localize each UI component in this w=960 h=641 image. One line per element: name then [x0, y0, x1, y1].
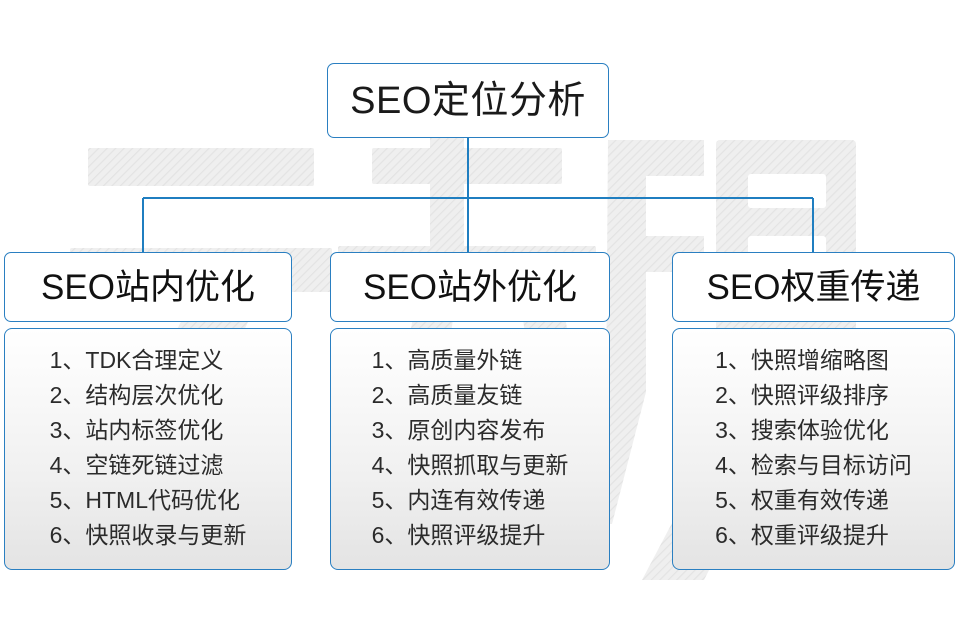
branch-header-2[interactable]: SEO站外优化 — [330, 252, 610, 322]
list-item-text: 检索与目标访问 — [750, 452, 912, 478]
list-item-number: 4、 — [715, 452, 751, 478]
branch-column-2: SEO站外优化 1、高质量外链 2、高质量友链 3、原创内容发布 4、快照抓取与… — [330, 252, 610, 570]
list-item-text: 快照增缩略图 — [750, 347, 889, 373]
list-item-text: TDK合理定义 — [85, 347, 224, 373]
list-item-text: 空链死链过滤 — [85, 452, 224, 478]
list-item: 5、内连有效传递 — [372, 483, 569, 518]
list-item: 4、检索与目标访问 — [715, 448, 912, 483]
list-item-text: 权重有效传递 — [750, 487, 889, 513]
list-item-text: 结构层次优化 — [85, 382, 224, 408]
list-item: 2、结构层次优化 — [50, 378, 247, 413]
list-item-number: 2、 — [371, 382, 408, 408]
list-item-number: 6、 — [715, 522, 751, 548]
list-item-text: 快照评级排序 — [750, 382, 889, 408]
branch-body-1: 1、TDK合理定义 2、结构层次优化 3、站内标签优化 4、空链死链过滤 5、H… — [4, 328, 292, 570]
list-item: 5、HTML代码优化 — [50, 483, 247, 518]
list-item-text: 内连有效传递 — [407, 487, 546, 513]
list-item-number: 3、 — [371, 417, 408, 443]
branch-header-label-1: SEO站内优化 — [41, 267, 255, 307]
list-item-number: 5、 — [49, 487, 86, 513]
branch-body-2: 1、高质量外链 2、高质量友链 3、原创内容发布 4、快照抓取与更新 5、内连有… — [330, 328, 610, 570]
list-item: 4、空链死链过滤 — [50, 448, 247, 483]
list-item: 4、快照抓取与更新 — [372, 448, 569, 483]
list-item-number: 5、 — [371, 487, 408, 513]
list-item: 6、快照收录与更新 — [50, 518, 247, 553]
list-item-number: 3、 — [49, 417, 86, 443]
list-item-text: 快照收录与更新 — [85, 522, 247, 548]
list-item-number: 2、 — [715, 382, 751, 408]
branch-header-3[interactable]: SEO权重传递 — [672, 252, 955, 322]
list-item-number: 1、 — [715, 347, 751, 373]
list-item: 3、站内标签优化 — [50, 413, 247, 448]
list-item-number: 6、 — [49, 522, 86, 548]
list-item-number: 1、 — [371, 347, 408, 373]
list-item-text: 快照评级提升 — [407, 522, 546, 548]
list-item-text: HTML代码优化 — [85, 487, 241, 513]
list-item-number: 3、 — [715, 417, 751, 443]
list-item: 3、原创内容发布 — [372, 413, 569, 448]
branch-column-1: SEO站内优化 1、TDK合理定义 2、结构层次优化 3、站内标签优化 4、空链… — [4, 252, 292, 570]
list-item-number: 4、 — [49, 452, 86, 478]
list-item-number: 2、 — [49, 382, 86, 408]
branch-header-label-2: SEO站外优化 — [363, 267, 577, 307]
branch-header-label-3: SEO权重传递 — [706, 267, 921, 307]
list-item: 3、搜索体验优化 — [715, 413, 912, 448]
list-item: 1、高质量外链 — [372, 343, 569, 378]
list-item-number: 4、 — [371, 452, 408, 478]
list-item-text: 权重评级提升 — [750, 522, 889, 548]
list-item-number: 5、 — [715, 487, 751, 513]
branch-list-2: 1、高质量外链 2、高质量友链 3、原创内容发布 4、快照抓取与更新 5、内连有… — [372, 343, 569, 553]
list-item-number: 1、 — [49, 347, 86, 373]
list-item-text: 站内标签优化 — [85, 417, 224, 443]
list-item: 2、快照评级排序 — [715, 378, 912, 413]
list-item-text: 高质量外链 — [407, 347, 523, 373]
root-node-label: SEO定位分析 — [350, 79, 586, 122]
list-item-text: 快照抓取与更新 — [407, 452, 569, 478]
branch-list-1: 1、TDK合理定义 2、结构层次优化 3、站内标签优化 4、空链死链过滤 5、H… — [50, 343, 247, 553]
list-item-text: 原创内容发布 — [407, 417, 546, 443]
list-item: 2、高质量友链 — [372, 378, 569, 413]
list-item-text: 高质量友链 — [407, 382, 523, 408]
root-node[interactable]: SEO定位分析 — [327, 63, 609, 138]
list-item: 1、快照增缩略图 — [715, 343, 912, 378]
list-item: 6、权重评级提升 — [715, 518, 912, 553]
list-item: 6、快照评级提升 — [372, 518, 569, 553]
list-item-text: 搜索体验优化 — [750, 417, 889, 443]
list-item: 5、权重有效传递 — [715, 483, 912, 518]
list-item-number: 6、 — [371, 522, 408, 548]
branch-list-3: 1、快照增缩略图 2、快照评级排序 3、搜索体验优化 4、检索与目标访问 5、权… — [715, 343, 912, 553]
branch-body-3: 1、快照增缩略图 2、快照评级排序 3、搜索体验优化 4、检索与目标访问 5、权… — [672, 328, 955, 570]
branch-header-1[interactable]: SEO站内优化 — [4, 252, 292, 322]
branch-column-3: SEO权重传递 1、快照增缩略图 2、快照评级排序 3、搜索体验优化 4、检索与… — [672, 252, 955, 570]
list-item: 1、TDK合理定义 — [50, 343, 247, 378]
